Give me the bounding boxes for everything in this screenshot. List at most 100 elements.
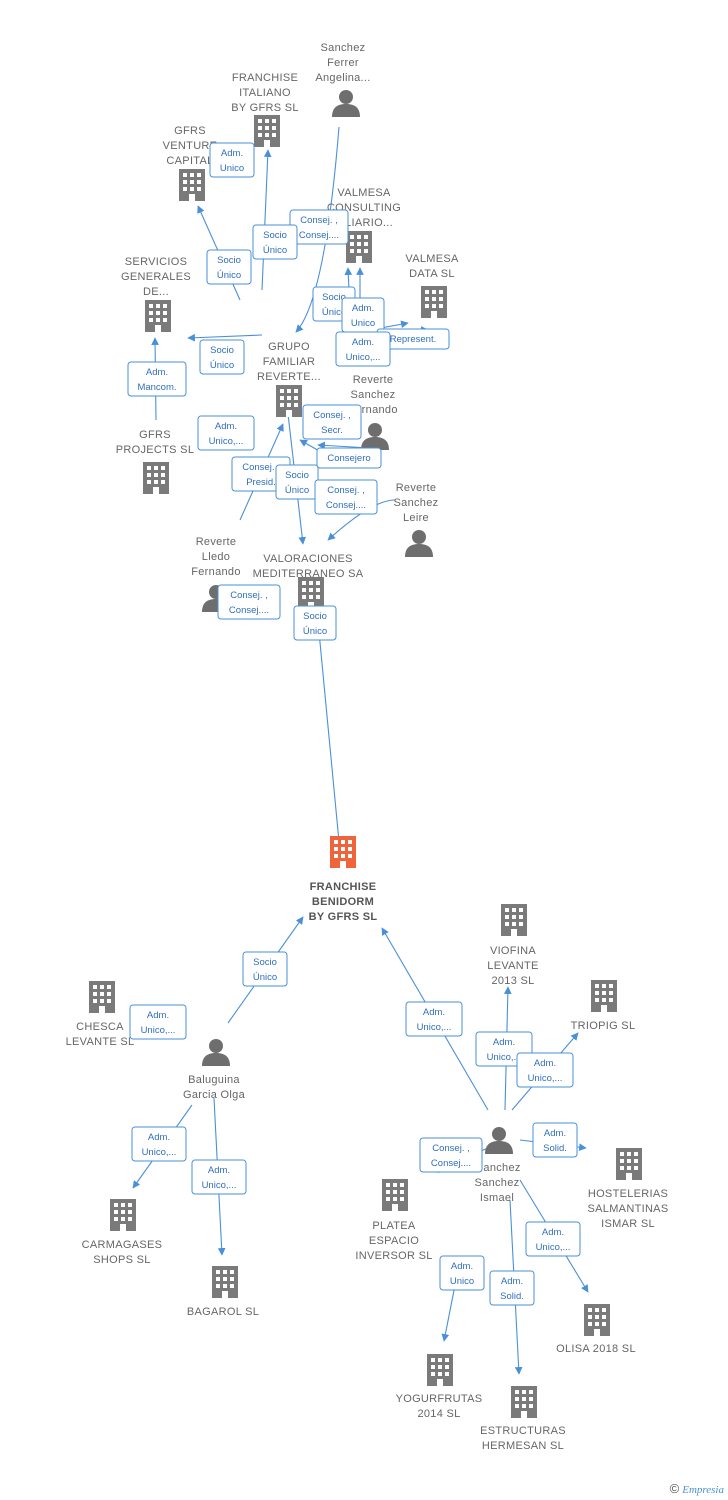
building-icon: [143, 462, 169, 494]
node-label-line: Reverte: [353, 374, 394, 386]
node-label-line: HERMESAN SL: [482, 1440, 564, 1452]
node-servicios-generales[interactable]: SERVICIOS GENERALES DE...: [121, 256, 191, 332]
edge-role-label[interactable]: Adm.Mancom.: [127, 361, 187, 397]
edge-role-label[interactable]: Adm. Unico: [341, 297, 385, 333]
node-label-line: SERVICIOS: [125, 256, 187, 268]
edge-label-text: Socio: [303, 611, 327, 622]
edge-role-label[interactable]: Consej. ,Consej....: [314, 479, 378, 515]
edge-label-text: Adm.: [215, 421, 237, 432]
edge-label-text: Consej. ,: [242, 462, 280, 473]
node-label-line: LEVANTE: [487, 960, 538, 972]
node-label-line: 2013 SL: [491, 975, 534, 987]
edge-label-text: Consej....: [299, 230, 339, 241]
edge-role-label[interactable]: Adm.Unico,...: [191, 1159, 247, 1195]
person-icon: [405, 530, 433, 557]
edge-role-label[interactable]: Adm.Unico,...: [525, 1221, 581, 1257]
node-label-line: Ferrer: [327, 57, 359, 69]
node-label-line: FRANCHISE: [232, 72, 298, 84]
node-sanchez-ferrer[interactable]: SanchezFerrerAngelina...: [315, 42, 370, 117]
edge-label-box: [335, 331, 391, 367]
node-label-line: ...LIARIO...: [335, 217, 393, 229]
node-grupo-familiar[interactable]: GRUPOFAMILIARREVERTE...: [257, 341, 321, 417]
edge-label-text: Unico: [351, 318, 375, 329]
edge-role-label[interactable]: Adm.Solid.: [489, 1270, 535, 1306]
edge-role-label[interactable]: Consej. ,Secr.: [302, 404, 362, 440]
node-triopig[interactable]: TRIOPIG SL: [571, 980, 636, 1032]
edge-label-box: [199, 339, 245, 375]
edge-label-text: Consej. ,: [432, 1143, 470, 1154]
edge-role-label[interactable]: Adm.Unico,...: [131, 1126, 187, 1162]
node-label-line: GRUPO: [268, 341, 310, 353]
node-label-line: CAPITAL: [166, 155, 213, 167]
edge-role-label[interactable]: Consej. ,Consej....: [419, 1137, 483, 1173]
edge-role-label[interactable]: Adm.Unico: [209, 142, 255, 178]
building-icon: [330, 836, 356, 868]
edge-role-label[interactable]: Adm.Unico,...: [335, 331, 391, 367]
node-label-line: VIOFINA: [490, 945, 536, 957]
edge-label-box: [129, 1004, 187, 1040]
edge-role-label[interactable]: Consej. , Consej....: [289, 209, 349, 245]
edge-label-box: [191, 1159, 247, 1195]
node-label-line: GENERALES: [121, 271, 191, 283]
node-olisa[interactable]: OLISA 2018 SL: [556, 1304, 636, 1355]
edge-4: [187, 333, 263, 342]
node-label-line: ...anchez: [473, 1162, 520, 1174]
edge-label-box: [405, 1001, 463, 1037]
edge-label-text: Unico: [450, 1276, 474, 1287]
edge-role-label[interactable]: Consej. ,Consej....: [217, 584, 281, 620]
footer-brand: ©Empresia: [670, 1481, 724, 1496]
node-label-line: YOGURFRUTAS: [396, 1393, 483, 1405]
edge-label-box: [127, 361, 187, 397]
building-icon: [346, 231, 372, 263]
edge-label-text: Adm.: [493, 1037, 515, 1048]
node-label-line: DE...: [143, 286, 169, 298]
node-label-line: FAMILIAR: [263, 356, 316, 368]
edge-label-text: Unico,...: [487, 1052, 522, 1063]
edge-role-label[interactable]: Adm.Unico,...: [405, 1001, 463, 1037]
node-bagarol[interactable]: BAGAROL SL: [187, 1266, 259, 1318]
node-label-line: Reverte: [196, 536, 237, 548]
node-label-line: BY GFRS SL: [309, 911, 378, 923]
node-viofina[interactable]: VIOFINA LEVANTE 2013 SL: [487, 904, 538, 987]
edge-role-label[interactable]: Adm.Unico,...: [129, 1004, 187, 1040]
node-label-line: Sanchez: [475, 1177, 520, 1189]
edge-role-label[interactable]: Adm.Solid.: [532, 1122, 578, 1158]
edge-label-text: Presid.: [246, 477, 276, 488]
edge-label-text: Adm.: [352, 303, 374, 314]
edge-label-text: Consej. ,: [300, 215, 338, 226]
edge-label-box: [206, 249, 252, 285]
edge-role-label[interactable]: Adm.Unico,...: [197, 415, 255, 451]
edge-role-label[interactable]: Adm.Unico: [439, 1255, 485, 1291]
edge-label-text: Consej. ,: [327, 485, 365, 496]
edge-label-box: [419, 1137, 483, 1173]
brand-name: Empresia: [682, 1484, 724, 1496]
node-label-line: Baluguina: [188, 1074, 240, 1086]
node-label-line: OLISA 2018 SL: [556, 1343, 636, 1355]
edge-role-label[interactable]: Adm.Unico,...: [516, 1052, 574, 1088]
node-label-line: SHOPS SL: [93, 1254, 150, 1266]
edge-role-label[interactable]: Consejero: [316, 447, 382, 469]
node-label-line: VALMESA: [337, 187, 391, 199]
